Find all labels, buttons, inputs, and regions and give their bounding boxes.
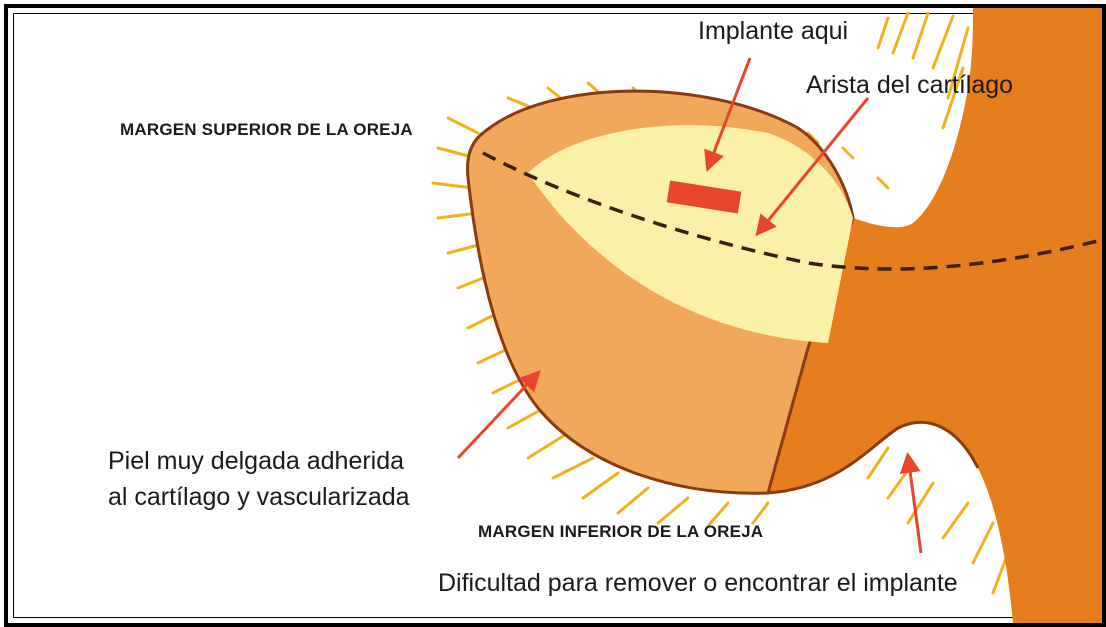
label-arista: Arista del cartílago xyxy=(806,70,1013,101)
figure-frame: MARGEN SUPERIOR DE LA OREJA Implante aqu… xyxy=(4,4,1106,627)
label-piel-line2: al cartílago y vascularizada xyxy=(108,482,410,513)
label-implante-aqui: Implante aqui xyxy=(698,16,848,47)
label-dificultad: Dificultad para remover o encontrar el i… xyxy=(438,568,958,599)
arrow-piel xyxy=(458,373,538,458)
label-piel-line1: Piel muy delgada adherida xyxy=(108,446,404,477)
label-margen-inferior: MARGEN INFERIOR DE LA OREJA xyxy=(478,522,763,542)
label-margen-superior: MARGEN SUPERIOR DE LA OREJA xyxy=(120,120,413,140)
